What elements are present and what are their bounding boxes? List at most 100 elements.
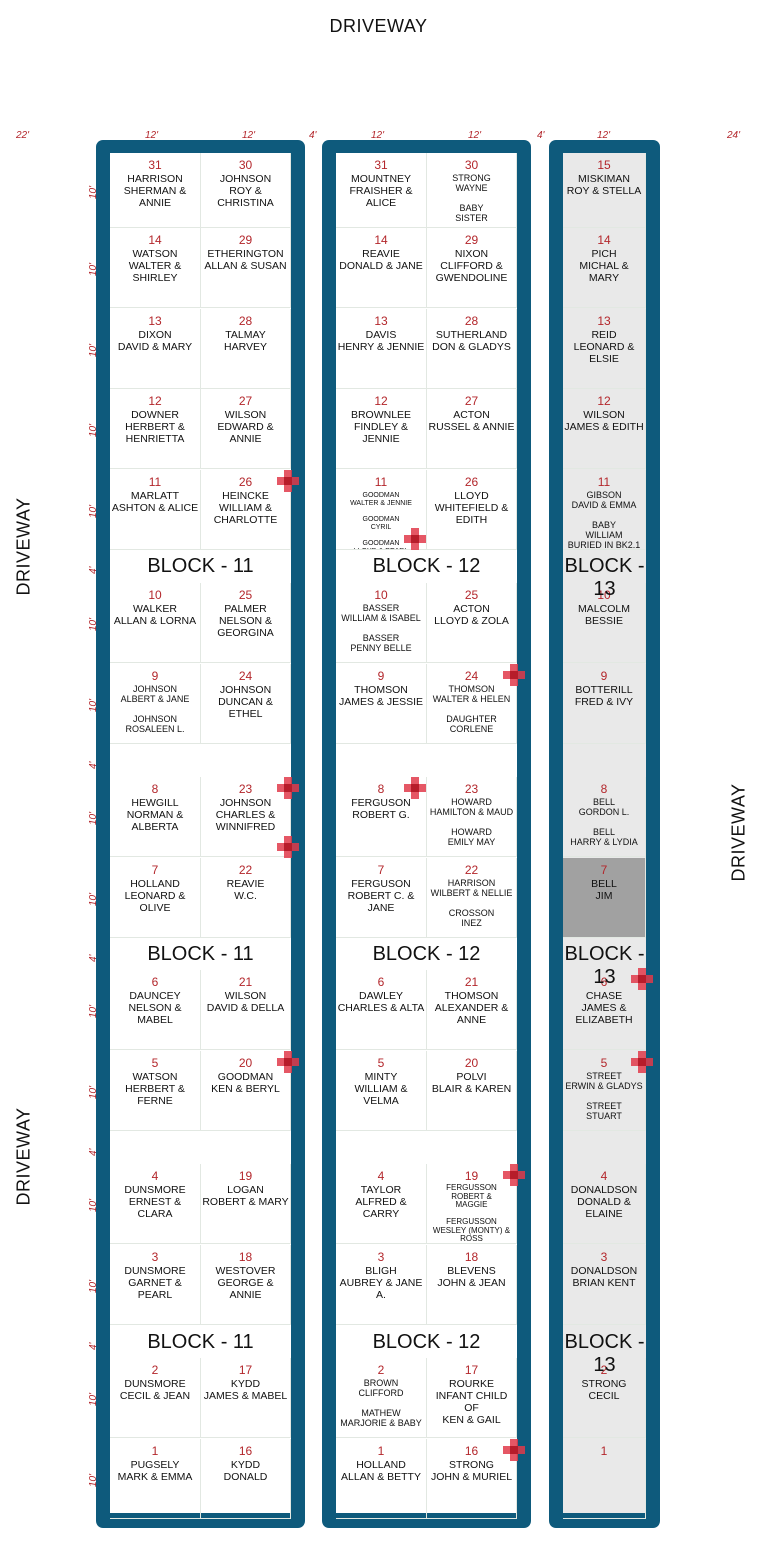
plot-occupants: WALKER ALLAN & LORNA [113, 603, 197, 627]
plot-number: 28 [238, 314, 253, 328]
plot-occupants: ROURKE INFANT CHILD OF KEN & GAIL [435, 1378, 508, 1426]
plot-number: 31 [374, 158, 388, 172]
driveway-right-label: DRIVEWAY [728, 783, 749, 882]
plot-number: 27 [238, 394, 253, 408]
plot-occupants: DAVIS HENRY & JENNIE [337, 329, 425, 353]
red-cross-icon [631, 968, 653, 990]
block-label: BLOCK - 12 [372, 943, 481, 965]
plot-occupants: FERGUSON ROBERT C. & JANE [347, 878, 415, 914]
plot-occupants: GOODMAN WALTER & JENNIE GOODMAN CYRIL GO… [350, 492, 412, 549]
red-cross-icon [277, 777, 299, 799]
row-dimension-label: 10' [88, 617, 99, 631]
plot-occupants: DIXON DAVID & MARY [117, 329, 193, 353]
red-cross-icon [631, 1051, 653, 1073]
plot-occupants: JOHNSON ALBERT & JANE JOHNSON ROSALEEN L… [120, 684, 190, 734]
plot-number: 7 [377, 863, 385, 877]
plot-number: 24 [238, 669, 253, 683]
plot-occupants: STREET ERWIN & GLADYS STREET STUART [565, 1071, 643, 1121]
plot[interactable]: 1 [563, 1439, 646, 1519]
row-dimension-label: 10' [88, 262, 99, 276]
plot-occupants: BLIGH AUBREY & JANE A. [339, 1265, 423, 1301]
block-label: BLOCK - 11 [147, 943, 254, 965]
plot-number: 11 [148, 475, 162, 489]
red-cross-icon [277, 470, 299, 492]
plot-number: 5 [600, 1056, 608, 1070]
